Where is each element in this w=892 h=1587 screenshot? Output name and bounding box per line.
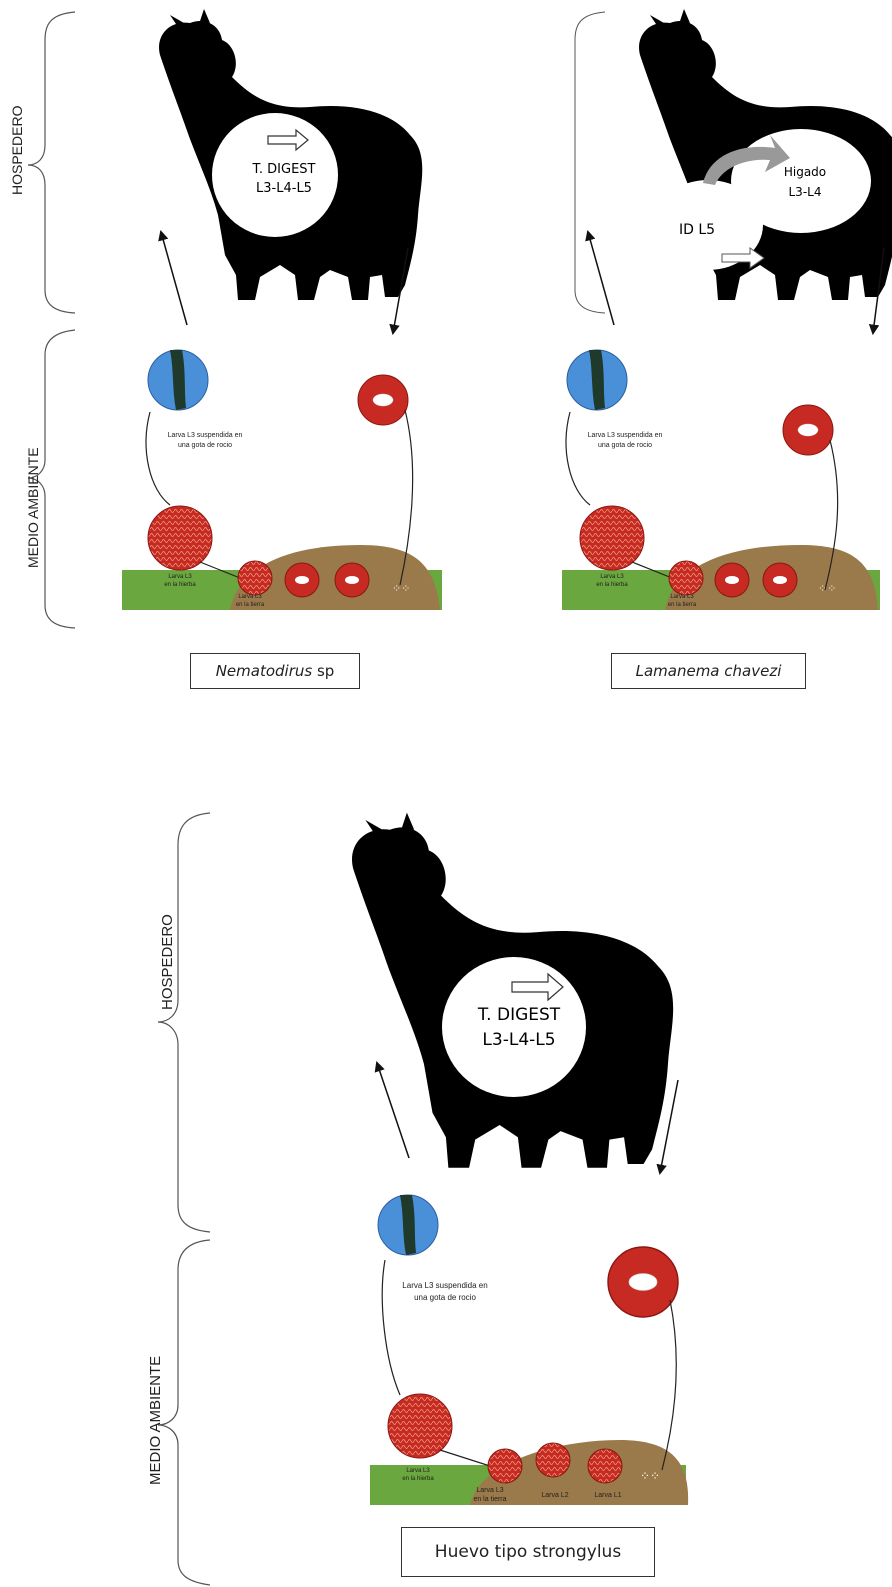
drop-label-2: una gota de rocio — [414, 1293, 476, 1302]
soil-label-2: en la tierra — [668, 602, 697, 608]
digestive-tract-circle — [442, 957, 586, 1097]
larva-l1 — [588, 1449, 622, 1483]
environment-label: MEDIO AMBIENTE — [147, 1356, 164, 1485]
larva-herb — [148, 506, 212, 570]
environment-label: MEDIO AMBIENTE — [25, 447, 41, 568]
liver-text-2: L3-L4 — [789, 185, 822, 199]
egg-in-feces — [358, 375, 408, 425]
intestine-text: ID L5 — [679, 222, 715, 238]
caption-nematodirus: Nematodirus sp — [190, 653, 360, 689]
egg-stage — [763, 563, 797, 597]
egg-stage — [335, 563, 369, 597]
host-text-line2: L3-L4-L5 — [482, 1030, 555, 1050]
eggs-in-feces-icon: ⁘⁘ — [640, 1469, 660, 1483]
soil-label-1: Larva L3 — [238, 594, 262, 600]
herb-label-2: en la hierba — [402, 1476, 434, 1482]
drop-label-1: Larva L3 suspendida en — [168, 432, 243, 439]
host-text-line1: T. DIGEST — [252, 162, 316, 177]
larva-l1-label: Larva L1 — [594, 1492, 621, 1499]
soil-label-1: Larva L3 — [476, 1487, 503, 1494]
arrow-up — [377, 1063, 409, 1158]
larva-soil — [238, 561, 272, 595]
connector — [566, 412, 590, 505]
drop-label-1: Larva L3 suspendida en — [402, 1281, 487, 1290]
caption-strongylus: Huevo tipo strongylus — [401, 1527, 655, 1577]
soil-label-1: Larva L3 — [670, 594, 694, 600]
larva-l2-label: Larva L2 — [541, 1492, 568, 1499]
host-bracket — [158, 813, 210, 1232]
caption-plain: Huevo tipo strongylus — [435, 1542, 621, 1562]
egg-stage — [715, 563, 749, 597]
egg-in-feces — [783, 405, 833, 455]
host-text-line2: L3-L4-L5 — [256, 181, 312, 196]
host-bracket — [575, 12, 605, 313]
dew-drop — [378, 1195, 438, 1255]
caption-lamanema: Lamanema chavezi — [611, 653, 806, 689]
environment-bracket — [158, 1240, 210, 1585]
dew-drop — [567, 350, 627, 410]
soil-label-2: en la tierra — [236, 602, 265, 608]
egg-stage — [285, 563, 319, 597]
drop-label-1: Larva L3 suspendida en — [588, 432, 663, 439]
herb-label-1: Larva L3 — [168, 574, 192, 580]
herb-label-2: en la hierba — [596, 582, 628, 588]
eggs-in-feces-icon: ⁘⁘ — [392, 583, 410, 595]
host-text-line1: T. DIGEST — [477, 1005, 561, 1025]
connector — [146, 412, 170, 505]
drop-label-2: una gota de rocio — [598, 442, 652, 449]
herb-label-1: Larva L3 — [600, 574, 624, 580]
caption-plain: sp — [312, 662, 334, 680]
larva-soil — [669, 561, 703, 595]
egg-in-feces — [608, 1247, 678, 1317]
larva-herb — [388, 1394, 452, 1458]
drop-label-2: una gota de rocio — [178, 442, 232, 449]
diagram-lamanema: Higado L3-L4 ID L5 Larva L3 suspendida e… — [562, 9, 892, 610]
connector — [440, 1450, 490, 1466]
caption-italic: Nematodirus — [216, 662, 313, 680]
arrow-up — [161, 232, 187, 325]
diagram-nematodirus: HOSPEDERO T. DIGEST L3-L4-L5 MEDIO AMBIE… — [9, 9, 442, 628]
larva-l2 — [536, 1443, 570, 1477]
eggs-in-feces-icon: ⁘⁘ — [818, 583, 836, 595]
herb-label-2: en la hierba — [164, 582, 196, 588]
host-label: HOSPEDERO — [9, 105, 25, 195]
connector — [382, 1260, 400, 1395]
larva-soil — [488, 1449, 522, 1483]
host-label: HOSPEDERO — [159, 914, 176, 1010]
dew-drop — [148, 350, 208, 410]
soil-label-2: en la tierra — [473, 1496, 506, 1503]
host-bracket — [28, 12, 75, 313]
liver-text-1: Higado — [784, 165, 826, 179]
herb-label-1: Larva L3 — [406, 1468, 430, 1474]
diagram-strongylus: HOSPEDERO T. DIGEST L3-L4-L5 MEDIO AMBIE… — [147, 813, 688, 1585]
caption-italic: Lamanema chavezi — [636, 662, 782, 680]
connector — [662, 1300, 676, 1470]
larva-herb — [580, 506, 644, 570]
